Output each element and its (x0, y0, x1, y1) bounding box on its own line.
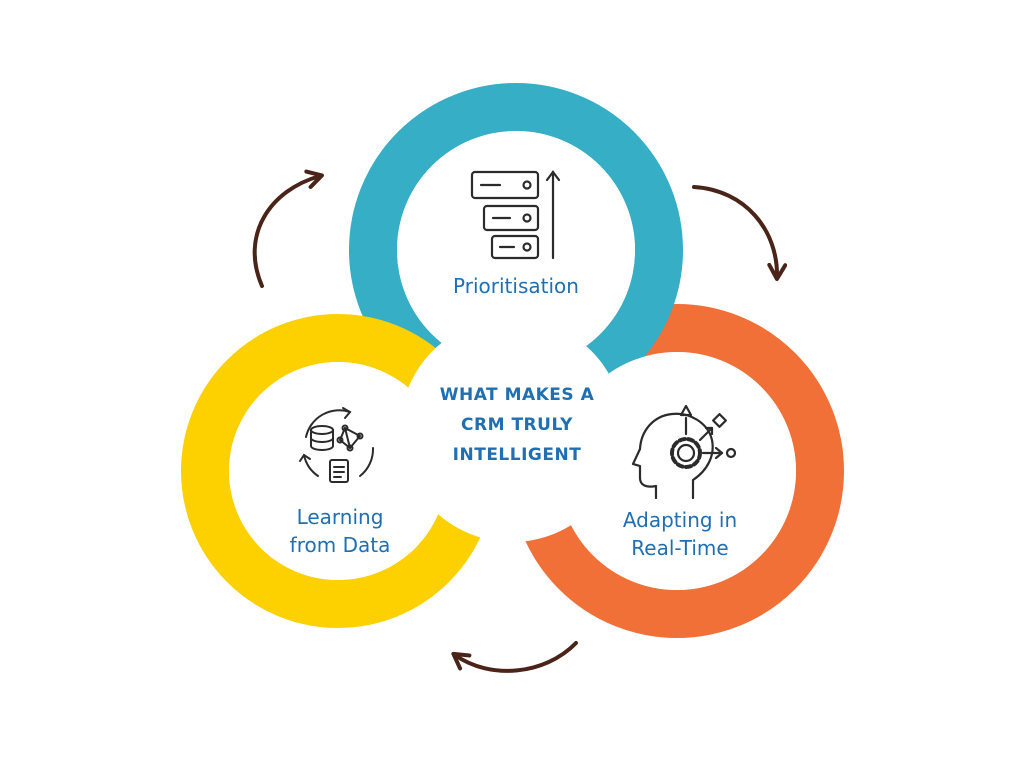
center-title: WHAT MAKES A CRM TRULY INTELLIGENT (439, 385, 595, 465)
node-label-learning: Learning from Data (289, 505, 391, 557)
arrow-left-up (252, 169, 324, 288)
node-label-prioritisation: Prioritisation (453, 274, 579, 298)
prioritisation-icon (470, 170, 561, 260)
inner-center (400, 318, 624, 542)
data-learning-icon (299, 407, 375, 483)
ai-head-gear-icon (631, 404, 737, 500)
inner-top (397, 131, 635, 369)
arrow-bottom-left (451, 641, 578, 673)
node-label-adapting: Adapting in Real-Time (622, 508, 738, 560)
arrow-right-down (692, 185, 788, 281)
